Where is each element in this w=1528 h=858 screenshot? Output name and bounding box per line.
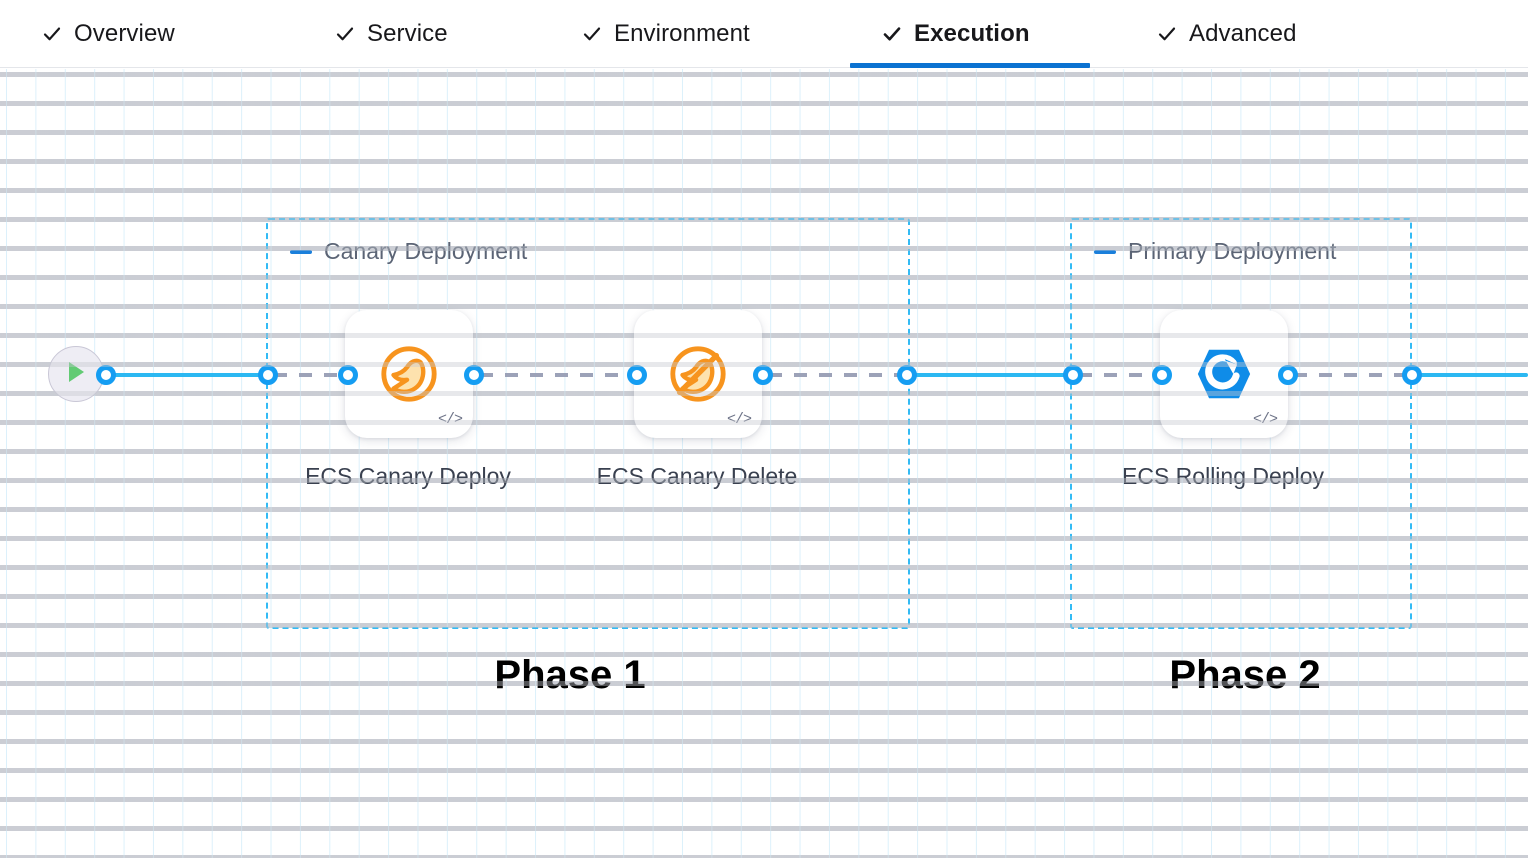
check-icon — [1157, 24, 1177, 44]
connector-dot-group2-in[interactable] — [1063, 365, 1083, 385]
connector-dot-start-out[interactable] — [96, 365, 116, 385]
connector-dot-rolling-deploy-in[interactable] — [1152, 365, 1172, 385]
tab-service-label: Service — [367, 20, 448, 47]
active-tab-indicator — [850, 63, 1090, 68]
phase-caption-1: Phase 1 — [494, 653, 646, 697]
group-title-primary-deployment: Primary Deployment — [1128, 238, 1337, 264]
pipeline-canvas[interactable]: Canary Deployment Primary Deployment Pha… — [0, 69, 1528, 858]
canary-bird-icon — [345, 310, 473, 438]
step-label-ecs-canary-delete: ECS Canary Delete — [596, 463, 798, 489]
connector-dot-canary-delete-out[interactable] — [753, 365, 773, 385]
step-label-ecs-canary-deploy: ECS Canary Deploy — [305, 463, 511, 489]
connector-edge-group2-to-end[interactable] — [1410, 373, 1528, 377]
step-node-ecs-canary-delete[interactable]: </> — [634, 310, 762, 438]
check-icon — [42, 24, 62, 44]
step-node-ecs-canary-deploy[interactable]: </> — [345, 310, 473, 438]
step-label-ecs-rolling-deploy: ECS Rolling Deploy — [1122, 463, 1324, 489]
stage-group-primary-deployment[interactable]: Primary Deployment — [1070, 218, 1412, 629]
check-icon — [582, 24, 602, 44]
ecs-rolling-icon — [1160, 310, 1288, 438]
stage-group-canary-deployment[interactable]: Canary Deployment — [266, 218, 910, 629]
check-icon — [882, 24, 902, 44]
play-icon — [64, 359, 88, 390]
pipeline-graph-layer: Canary Deployment Primary Deployment Pha… — [0, 69, 1528, 858]
connector-dot-rolling-deploy-out[interactable] — [1278, 365, 1298, 385]
tab-environment-label: Environment — [614, 20, 750, 47]
connector-edge-group1-to-group2[interactable] — [905, 373, 1067, 377]
tab-execution[interactable]: Execution — [880, 0, 1045, 68]
connector-edge-node3-to-group2out[interactable] — [1294, 373, 1406, 377]
connector-dot-canary-delete-in[interactable] — [627, 365, 647, 385]
group-header-primary-deployment: Primary Deployment — [1094, 240, 1336, 263]
connector-dot-group2-out[interactable] — [1402, 365, 1422, 385]
tab-overview[interactable]: Overview — [40, 0, 215, 68]
check-icon — [335, 24, 355, 44]
tab-advanced[interactable]: Advanced — [1155, 0, 1335, 68]
code-icon[interactable]: </> — [727, 410, 752, 428]
connector-edge-group1-to-node1[interactable] — [274, 373, 340, 377]
connector-dot-canary-deploy-in[interactable] — [338, 365, 358, 385]
code-icon[interactable]: </> — [1253, 410, 1278, 428]
connector-dot-canary-deploy-out[interactable] — [464, 365, 484, 385]
canary-bird-delete-icon — [634, 310, 762, 438]
connector-edge-node1-to-node2[interactable] — [480, 373, 630, 377]
minus-icon[interactable] — [1094, 249, 1116, 254]
group-title-canary-deployment: Canary Deployment — [324, 238, 528, 264]
connector-edge-node2-to-group1out[interactable] — [769, 373, 901, 377]
minus-icon[interactable] — [290, 249, 312, 254]
tab-environment[interactable]: Environment — [580, 0, 798, 68]
group-header-canary-deployment: Canary Deployment — [290, 240, 527, 263]
code-icon[interactable]: </> — [438, 410, 463, 428]
tab-service[interactable]: Service — [333, 0, 483, 68]
step-node-ecs-rolling-deploy[interactable]: </> — [1160, 310, 1288, 438]
tab-execution-label: Execution — [914, 20, 1030, 47]
tab-overview-label: Overview — [74, 20, 175, 47]
connector-edge-start-to-group1[interactable] — [104, 373, 262, 377]
connector-dot-group1-in[interactable] — [258, 365, 278, 385]
connector-edge-group2-to-node3[interactable] — [1079, 373, 1155, 377]
pipeline-tab-bar: Overview Service Environment Execution A — [0, 0, 1528, 68]
tab-advanced-label: Advanced — [1189, 20, 1297, 47]
connector-dot-group1-out[interactable] — [897, 365, 917, 385]
phase-caption-2: Phase 2 — [1169, 653, 1321, 697]
